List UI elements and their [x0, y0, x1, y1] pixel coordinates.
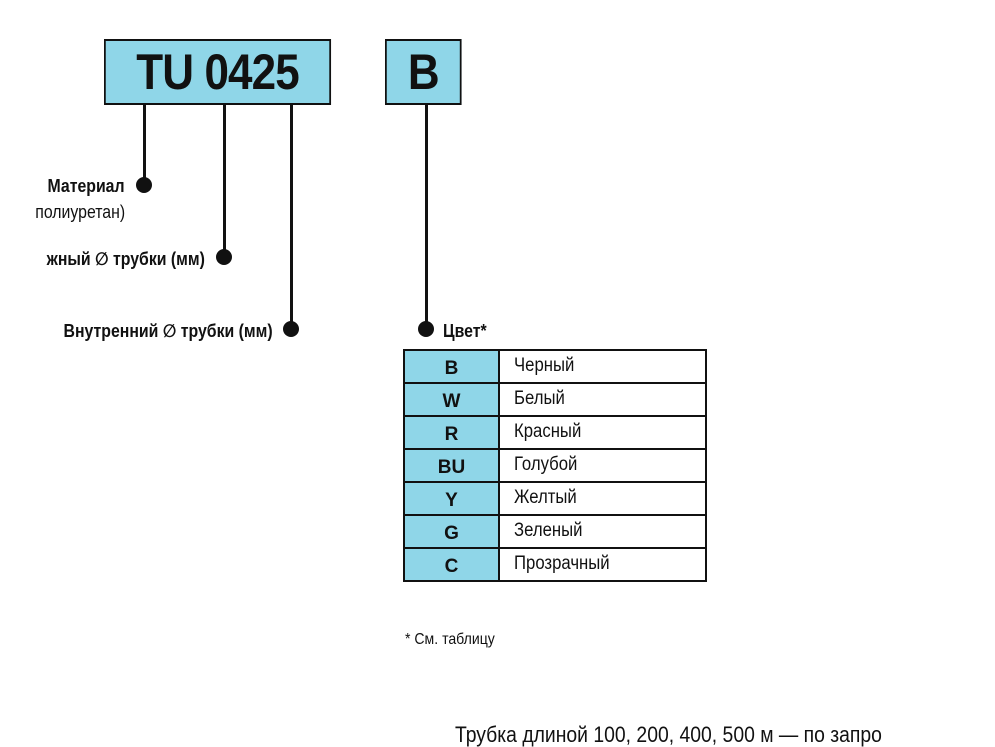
- outer-diameter-label: жный ∅ трубки (мм): [46, 249, 205, 269]
- color-name: Черный: [514, 355, 575, 376]
- material-value: полиуретан): [35, 202, 125, 222]
- outer-diameter-connector: [223, 105, 226, 255]
- product-code: TU 0425: [136, 44, 299, 100]
- color-connector: [425, 105, 428, 327]
- color-name-cell: Прозрачный: [498, 547, 707, 582]
- footnote: * См. таблицу: [405, 631, 495, 648]
- color-name-cell: Желтый: [498, 481, 707, 516]
- color-code-cell: BU: [403, 448, 500, 483]
- inner-diameter-label: Внутренний ∅ трубки (мм): [63, 321, 273, 341]
- product-code-box: TU 0425: [104, 39, 332, 105]
- color-code-box: B: [385, 39, 462, 105]
- color-code: B: [407, 44, 440, 100]
- material-connector: [143, 105, 146, 185]
- color-code-cell: G: [403, 514, 500, 549]
- color-code-cell: C: [403, 547, 500, 582]
- color-name-cell: Белый: [498, 382, 707, 417]
- color-name: Зеленый: [514, 520, 583, 541]
- color-name: Красный: [514, 421, 582, 442]
- color-table-row: Y Желтый: [403, 481, 707, 516]
- bottom-note: Трубка длиной 100, 200, 400, 500 м — по …: [455, 722, 882, 747]
- color-name-cell: Красный: [498, 415, 707, 450]
- color-table-row: B Черный: [403, 349, 707, 384]
- color-table-row: BU Голубой: [403, 448, 707, 483]
- color-code-cell: R: [403, 415, 500, 450]
- color-name: Белый: [514, 388, 565, 409]
- material-label: Материал: [47, 176, 125, 196]
- color-name-cell: Голубой: [498, 448, 707, 483]
- color-name: Прозрачный: [514, 553, 610, 574]
- color-table-row: G Зеленый: [403, 514, 707, 549]
- color-label: Цвет*: [443, 321, 487, 341]
- color-table-row: C Прозрачный: [403, 547, 707, 582]
- material-dot: [136, 177, 152, 193]
- color-name: Голубой: [514, 454, 578, 475]
- color-name-cell: Черный: [498, 349, 707, 384]
- color-code-cell: W: [403, 382, 500, 417]
- color-name: Желтый: [514, 487, 577, 508]
- outer-diameter-dot: [216, 249, 232, 265]
- color-table-row: R Красный: [403, 415, 707, 450]
- inner-diameter-connector: [290, 105, 293, 327]
- color-code-cell: B: [403, 349, 500, 384]
- color-name-cell: Зеленый: [498, 514, 707, 549]
- inner-diameter-dot: [283, 321, 299, 337]
- color-code-cell: Y: [403, 481, 500, 516]
- color-table-row: W Белый: [403, 382, 707, 417]
- color-dot: [418, 321, 434, 337]
